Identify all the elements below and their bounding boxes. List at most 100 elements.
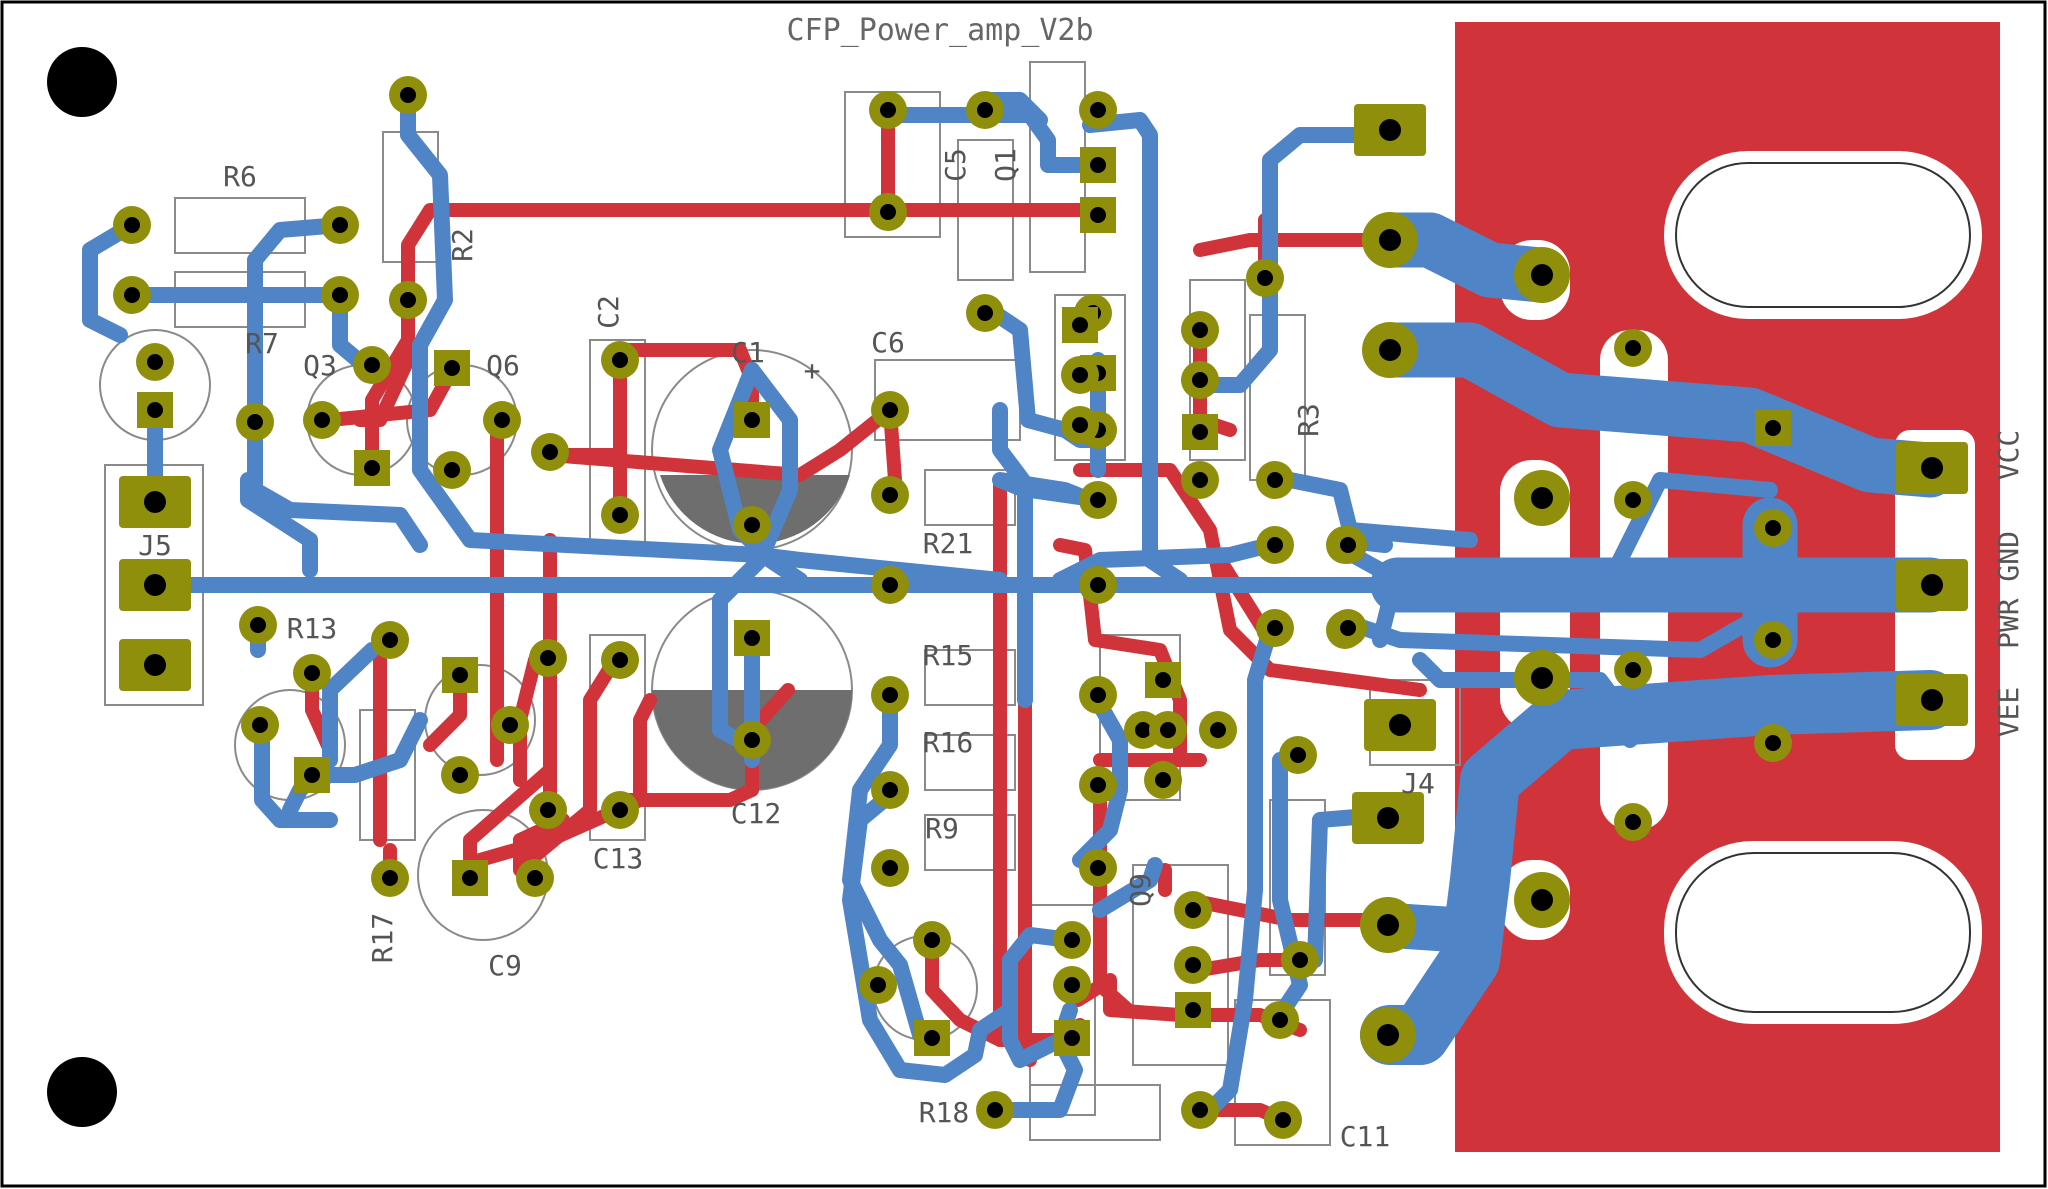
drill-hole — [1377, 914, 1399, 936]
label-r16: R16 — [923, 726, 974, 759]
drill-hole — [882, 860, 898, 876]
drill-hole — [144, 654, 166, 676]
drill-hole — [1625, 662, 1641, 678]
drill-hole — [382, 632, 398, 648]
drill-hole — [1185, 902, 1201, 918]
drill-hole — [1389, 714, 1411, 736]
label-vee: VEE — [1992, 687, 2025, 738]
drill-hole — [304, 767, 320, 783]
drill-hole — [1267, 537, 1283, 553]
label-c5: C5 — [939, 148, 972, 182]
drill-hole — [124, 217, 140, 233]
drill-hole — [444, 360, 460, 376]
drill-hole — [612, 652, 628, 668]
drill-hole — [1090, 492, 1106, 508]
drill-hole — [332, 287, 348, 303]
drill-hole — [400, 292, 416, 308]
drill-hole — [494, 412, 510, 428]
label-vcc: VCC — [1992, 430, 2025, 481]
drill-hole — [882, 487, 898, 503]
mounting-hole-icon — [47, 1057, 117, 1127]
drill-hole — [612, 802, 628, 818]
drill-hole — [744, 630, 760, 646]
label-j5: J5 — [138, 529, 172, 562]
drill-hole — [870, 977, 886, 993]
drill-hole — [924, 932, 940, 948]
drill-hole — [1064, 977, 1080, 993]
drill-hole — [540, 650, 556, 666]
drill-hole — [304, 665, 320, 681]
drill-hole — [1531, 889, 1553, 911]
board-title: CFP_Power_amp_V2b — [786, 13, 1093, 48]
drill-hole — [1192, 472, 1208, 488]
drill-hole — [1531, 667, 1553, 689]
drill-hole — [1290, 747, 1306, 763]
drill-hole — [144, 491, 166, 513]
drill-hole — [977, 305, 993, 321]
silkscreen-labels: R6 R7 R2 R3 R13 R17 R18 R21 R15 R16 R9 C… — [138, 148, 2025, 1153]
drill-hole — [1192, 1102, 1208, 1118]
drill-hole — [1160, 722, 1176, 738]
label-c11: C11 — [1340, 1120, 1391, 1153]
drill-hole — [1921, 689, 1943, 711]
drill-hole — [1090, 577, 1106, 593]
drill-hole — [452, 767, 468, 783]
drill-hole — [452, 667, 468, 683]
drill-hole — [1192, 322, 1208, 338]
drill-hole — [462, 870, 478, 886]
drill-hole — [1340, 620, 1356, 636]
label-r2: R2 — [446, 228, 479, 262]
label-r15: R15 — [923, 639, 974, 672]
drill-hole — [247, 414, 263, 430]
drill-hole — [147, 354, 163, 370]
drill-hole — [444, 462, 460, 478]
drill-hole — [882, 402, 898, 418]
drill-hole — [314, 412, 330, 428]
drill-hole — [382, 870, 398, 886]
drill-hole — [250, 617, 266, 633]
label-j4: J4 — [1401, 767, 1435, 800]
label-pwr-gnd: PWR GND — [1992, 531, 2025, 649]
drill-hole — [252, 717, 268, 733]
drill-hole — [1090, 207, 1106, 223]
label-r9: R9 — [925, 812, 959, 845]
label-r6: R6 — [223, 160, 257, 193]
drill-hole — [1064, 932, 1080, 948]
drill-hole — [144, 574, 166, 596]
drill-hole — [364, 357, 380, 373]
drill-hole — [882, 687, 898, 703]
drill-hole — [1090, 157, 1106, 173]
drill-hole — [542, 444, 558, 460]
label-r18: R18 — [919, 1096, 970, 1129]
label-r3: R3 — [1292, 403, 1325, 437]
label-c13: C13 — [593, 842, 644, 875]
label-r21: R21 — [923, 527, 974, 560]
label-c9: C9 — [488, 949, 522, 982]
drill-hole — [1185, 957, 1201, 973]
drill-hole — [1064, 1030, 1080, 1046]
drill-hole — [1090, 860, 1106, 876]
drill-hole — [1155, 672, 1171, 688]
drill-hole — [1135, 722, 1151, 738]
drill-hole — [1625, 492, 1641, 508]
drill-hole — [1192, 424, 1208, 440]
drill-hole — [332, 217, 348, 233]
drill-hole — [1377, 1024, 1399, 1046]
mounting-hole-icon — [47, 47, 117, 117]
drill-hole — [1531, 264, 1553, 286]
drill-hole — [540, 802, 556, 818]
drill-hole — [744, 412, 760, 428]
label-r13: R13 — [287, 612, 338, 645]
drill-hole — [1765, 420, 1781, 436]
label-c1: C1 — [731, 336, 765, 369]
pads — [113, 76, 1968, 1139]
drill-hole — [880, 102, 896, 118]
drill-hole — [612, 507, 628, 523]
drill-hole — [1257, 270, 1273, 286]
drill-hole — [1625, 340, 1641, 356]
drill-hole — [1921, 457, 1943, 479]
drill-hole — [977, 102, 993, 118]
label-c2: C2 — [592, 295, 625, 329]
drill-hole — [1090, 777, 1106, 793]
drill-hole — [1090, 687, 1106, 703]
